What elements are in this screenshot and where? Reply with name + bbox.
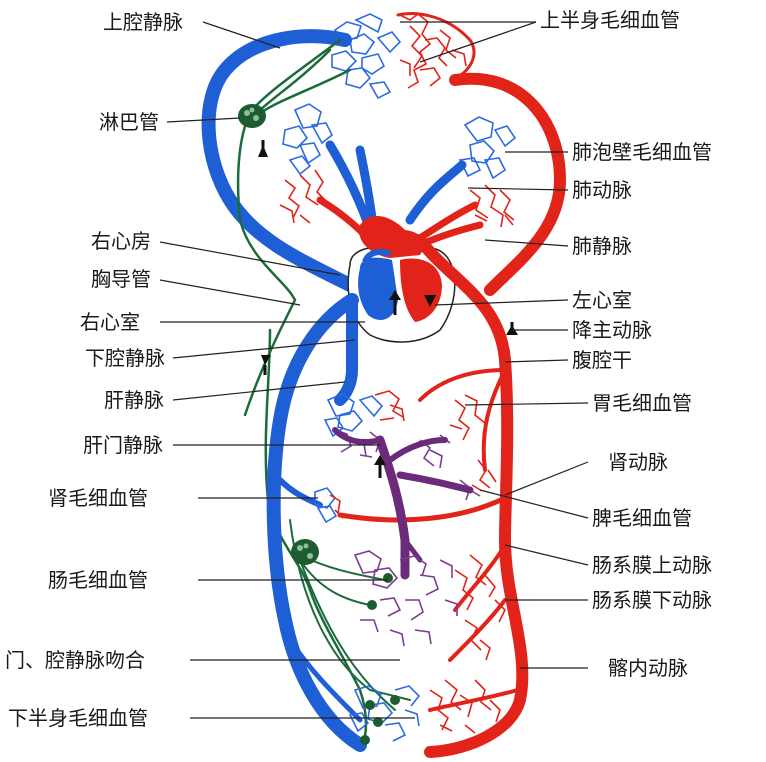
- label-renal-capillaries: 肾毛细血管: [48, 486, 148, 510]
- label-lower-body-capillaries: 下半身毛细血管: [8, 706, 148, 730]
- label-inferior-vena-cava: 下腔静脉: [85, 346, 165, 370]
- inferior-vena-cava: [274, 300, 360, 745]
- label-pulmonary-artery: 肺动脉: [572, 178, 632, 202]
- label-renal-artery: 肾动脉: [608, 450, 668, 474]
- label-hepatic-vein: 肝静脉: [104, 388, 164, 412]
- label-gastric-capillaries: 胃毛细血管: [592, 391, 692, 415]
- label-thoracic-duct: 胸导管: [91, 267, 151, 291]
- label-alveolar-capillaries: 肺泡壁毛细血管: [572, 140, 712, 164]
- label-right-ventricle: 右心室: [80, 310, 140, 334]
- label-descending-aorta: 降主动脉: [572, 318, 652, 342]
- label-upper-body-capillaries: 上半身毛细血管: [540, 8, 680, 32]
- superior-vena-cava: [209, 36, 350, 285]
- label-inferior-mesenteric-artery: 肠系膜下动脉: [592, 588, 712, 612]
- label-superior-mesenteric-artery: 肠系膜上动脉: [592, 553, 712, 577]
- lymph-node-upper: [238, 104, 266, 128]
- label-left-ventricle: 左心室: [572, 288, 632, 312]
- label-superior-vena-cava: 上腔静脉: [103, 10, 183, 34]
- label-internal-iliac-artery: 髂内动脉: [608, 656, 688, 680]
- spleen-capillaries: [460, 460, 496, 500]
- label-lymphatic-vessel: 淋巴管: [99, 110, 159, 134]
- label-hepatic-portal-vein: 肝门静脉: [83, 433, 163, 457]
- label-celiac-trunk: 腹腔干: [572, 348, 632, 372]
- label-spleen-capillaries: 脾毛细血管: [592, 506, 692, 530]
- hepatic-portal-vein: [335, 430, 470, 575]
- label-intestinal-capillaries: 肠毛细血管: [48, 568, 148, 592]
- label-right-atrium: 右心房: [91, 229, 151, 253]
- aortic-arch: [455, 79, 560, 290]
- label-portacaval-anastomosis: 门、腔静脉吻合: [5, 648, 145, 672]
- lymph-node-lower: [291, 539, 319, 565]
- intestinal-capillaries: [355, 551, 505, 660]
- label-pulmonary-vein: 肺静脉: [572, 234, 632, 258]
- gastric-capillaries: [420, 395, 485, 468]
- leader-lines-right: [400, 22, 588, 668]
